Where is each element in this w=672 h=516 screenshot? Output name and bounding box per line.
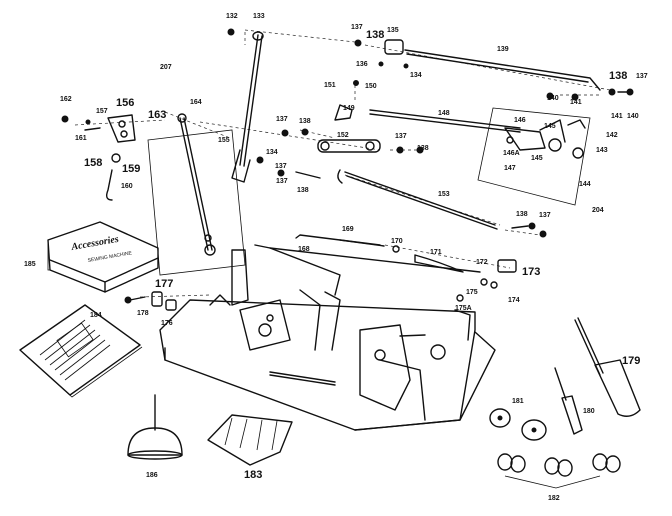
part-needles-183 — [207, 414, 293, 466]
label-146a: 146A — [503, 150, 520, 157]
label-138: 138 — [366, 29, 384, 41]
label-149: 149 — [343, 105, 355, 112]
label-181: 181 — [512, 398, 524, 405]
label-134-lower: 134 — [266, 149, 278, 156]
label-137-lower2: 137 — [275, 163, 287, 170]
label-132: 132 — [226, 13, 238, 20]
label-145-lower: 145 — [531, 155, 543, 162]
label-156: 156 — [116, 97, 134, 109]
label-163: 163 — [148, 109, 166, 121]
label-143: 143 — [596, 147, 608, 154]
label-135: 135 — [387, 27, 399, 34]
label-141: 141 — [570, 99, 582, 106]
label-138-side: 138 — [516, 211, 528, 218]
label-141-right: 141 — [611, 113, 623, 120]
label-182: 182 — [548, 495, 560, 502]
label-144: 144 — [579, 181, 591, 188]
label-148: 148 — [438, 110, 450, 117]
label-137-side: 137 — [539, 212, 551, 219]
instruction-manual — [19, 304, 143, 398]
accessories-case-subtitle: SEWING MACHINE — [87, 250, 133, 264]
label-138-right: 138 — [609, 70, 627, 82]
label-137-right: 137 — [636, 73, 648, 80]
label-175: 175 — [466, 289, 478, 296]
label-207: 207 — [160, 64, 172, 71]
part-screwdriver-179 — [574, 317, 641, 417]
part-number-labels: 132 133 137 138 135 139 136 134 138 137 … — [24, 13, 648, 502]
label-139: 139 — [497, 46, 509, 53]
label-180: 180 — [583, 408, 595, 415]
label-186: 186 — [146, 472, 158, 479]
label-153: 153 — [438, 191, 450, 198]
label-169: 169 — [342, 226, 354, 233]
label-177: 177 — [155, 278, 173, 290]
label-185: 185 — [24, 261, 36, 268]
label-170: 170 — [391, 238, 403, 245]
label-161: 161 — [75, 135, 87, 142]
leader-lines — [74, 29, 611, 298]
part-dome-186 — [127, 394, 183, 460]
label-174: 174 — [508, 297, 520, 304]
label-137: 137 — [351, 24, 363, 31]
label-184: 184 — [90, 312, 102, 319]
label-140-right: 140 — [627, 113, 639, 120]
label-183: 183 — [244, 469, 262, 481]
part-fasteners — [256, 80, 634, 238]
label-176: 176 — [161, 320, 173, 327]
accessories-case-title: Accessories — [70, 234, 120, 253]
label-150: 150 — [365, 83, 377, 90]
label-168: 168 — [298, 246, 310, 253]
label-140: 140 — [547, 95, 559, 102]
part-machine-base — [159, 244, 496, 431]
part-screwdriver-180 — [554, 367, 583, 435]
label-158: 158 — [84, 157, 102, 169]
part-bobbins-182 — [497, 453, 621, 489]
part-screws-176-178 — [124, 291, 177, 311]
label-138-mid: 138 — [299, 118, 311, 125]
label-133: 133 — [253, 13, 265, 20]
part-rod-153 — [337, 169, 498, 230]
label-134: 134 — [410, 72, 422, 79]
label-146: 146 — [514, 117, 526, 124]
label-162: 162 — [60, 96, 72, 103]
part-plate-207 — [147, 113, 246, 276]
accessories-case: Accessories SEWING MACHINE — [47, 221, 159, 293]
label-204: 204 — [592, 207, 604, 214]
label-137-center: 137 — [395, 133, 407, 140]
label-179: 179 — [622, 355, 640, 367]
label-155: 155 — [218, 137, 230, 144]
label-157: 157 — [96, 108, 108, 115]
label-178: 178 — [137, 310, 149, 317]
label-160: 160 — [121, 183, 133, 190]
label-136: 136 — [356, 61, 368, 68]
label-138-center: 138 — [417, 145, 429, 152]
label-145: 145 — [544, 123, 556, 130]
part-rod-139 — [354, 39, 601, 91]
label-147: 147 — [504, 165, 516, 172]
part-spools-181 — [489, 408, 547, 441]
label-142: 142 — [606, 132, 618, 139]
label-164: 164 — [190, 99, 202, 106]
label-159: 159 — [122, 163, 140, 175]
part-bracket-156 — [61, 114, 136, 201]
label-151: 151 — [324, 82, 336, 89]
part-link-133 — [227, 28, 264, 183]
label-152: 152 — [337, 132, 349, 139]
label-171: 171 — [430, 249, 442, 256]
part-mechanism-204 — [477, 107, 591, 206]
label-172: 172 — [476, 259, 488, 266]
part-thread-guides — [295, 234, 517, 302]
label-138-lower: 138 — [297, 187, 309, 194]
part-linkage-152 — [317, 104, 381, 153]
label-173: 173 — [522, 266, 540, 278]
label-137-lower: 137 — [276, 178, 288, 185]
part-rod-148 — [369, 109, 521, 133]
label-175a: 175A — [455, 305, 472, 312]
label-137-mid: 137 — [276, 116, 288, 123]
